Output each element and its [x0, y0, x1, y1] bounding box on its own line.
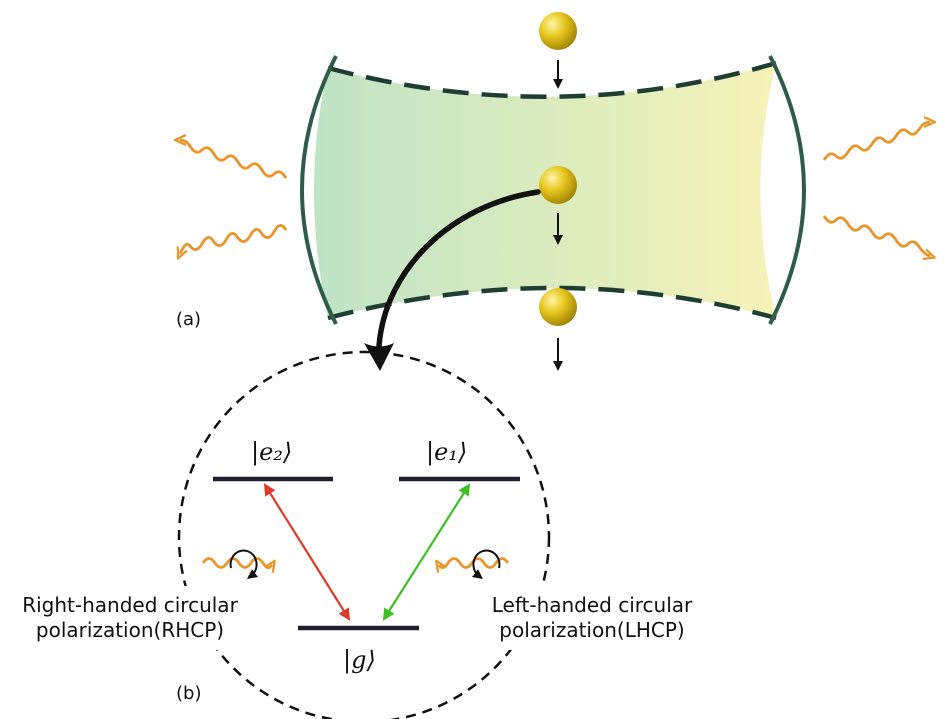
photon-wave-icon: [822, 215, 930, 256]
photon-wave-icon: [180, 224, 288, 254]
transitions: [263, 483, 471, 621]
energy-levels: [213, 476, 520, 631]
rhcp-photon: [201, 549, 272, 580]
zoom-circle: [177, 350, 551, 719]
panel-b-label: (b): [176, 683, 202, 704]
atom-icon: [539, 288, 577, 326]
atoms: [539, 12, 577, 371]
photon-wave-icon: [439, 557, 510, 568]
atom-icon: [539, 12, 577, 50]
state-e2-label: |e₂⟩: [251, 438, 293, 466]
clockwise-rotation-icon: [229, 549, 259, 580]
lhcp-label-line1: Left-handed circular: [491, 593, 693, 617]
lhcp-label: Left-handed circular polarization(LHCP): [476, 593, 708, 643]
photon-wave-icon: [180, 140, 288, 179]
photon-wave-icon: [201, 557, 272, 568]
zoom-arrow: [364, 189, 541, 371]
panel-a-label: (a): [176, 309, 202, 330]
lhcp-photon: [439, 549, 510, 580]
lhcp-transition-arrow: [382, 483, 471, 621]
lhcp-label-line2: polarization(LHCP): [499, 618, 685, 642]
rhcp-label: Right-handed circular polarization(RHCP): [6, 593, 254, 643]
cavity-upper-boundary: [327, 60, 777, 99]
counterclockwise-rotation-icon: [471, 549, 501, 580]
atom-icon: [539, 166, 577, 204]
rhcp-transition-arrow: [263, 483, 351, 621]
rhcp-label-line2: polarization(RHCP): [35, 618, 225, 642]
state-g-label: |g⟩: [343, 646, 376, 674]
state-e1-label: |e₁⟩: [426, 438, 468, 466]
rhcp-label-line1: Right-handed circular: [22, 593, 238, 617]
leaking-photons: [180, 122, 930, 256]
left-mirror: [300, 55, 338, 325]
photon-wave-icon: [822, 122, 930, 161]
right-mirror: [768, 55, 806, 325]
